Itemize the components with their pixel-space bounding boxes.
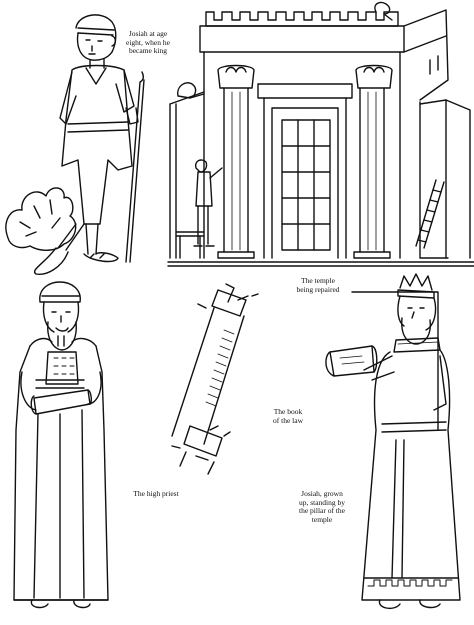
- young-josiah-figure: [5, 14, 145, 275]
- high-priest-figure: [13, 281, 109, 609]
- caption-young-josiah: Josiah at age eight, when he became king: [126, 29, 170, 55]
- caption-high-priest: The high priest: [133, 489, 179, 498]
- caption-temple: The temple being repaired: [296, 276, 340, 294]
- scroll-book-of-law: [171, 283, 259, 475]
- temple-building: [167, 1, 474, 267]
- grown-josiah-figure: [325, 273, 461, 610]
- caption-book-of-law: The book of the law: [273, 407, 303, 425]
- caption-grown-josiah: Josiah, grown up, standing by the pillar…: [298, 489, 346, 524]
